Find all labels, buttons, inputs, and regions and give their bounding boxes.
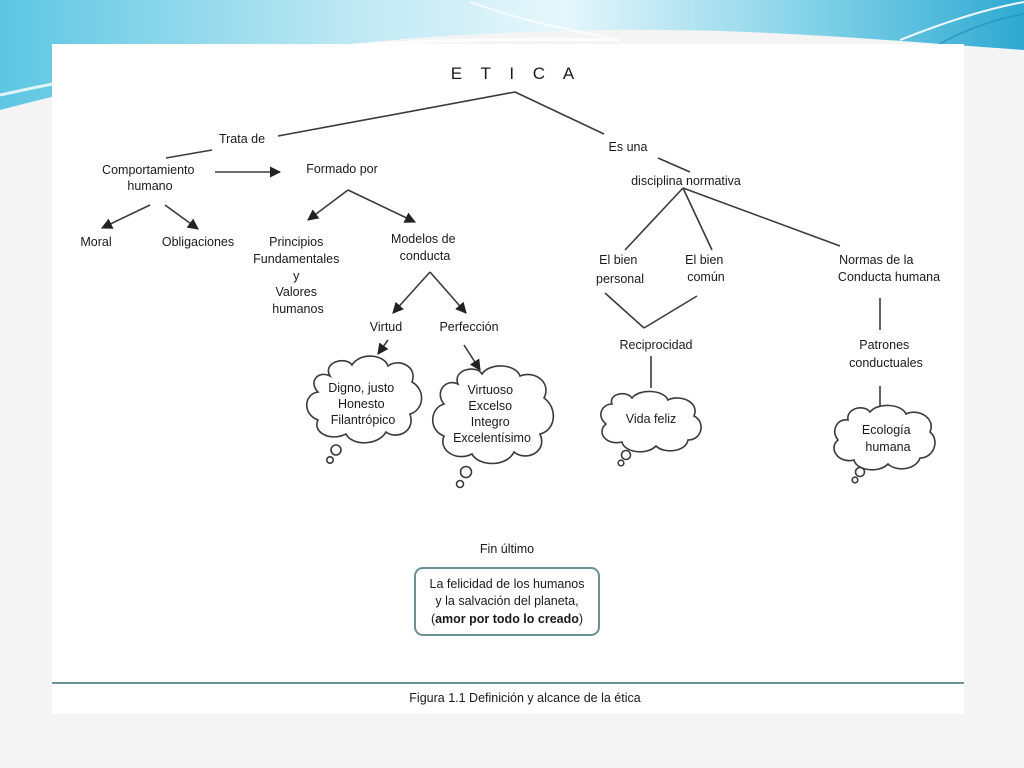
fin-box: La felicidad de los humanos y la salvaci… <box>414 567 600 636</box>
node-obligaciones: Obligaciones <box>162 235 234 249</box>
figure-caption: Figura 1.1 Definición y alcance de la ét… <box>409 691 640 705</box>
fin-box-line3: (amor por todo lo creado) <box>431 612 583 626</box>
node-moral: Moral <box>80 235 111 249</box>
node-normas: Normas de la Conducta humana <box>838 253 940 284</box>
node-bien-personal: El bien personal <box>596 253 644 286</box>
node-formado-por: Formado por <box>306 162 378 176</box>
cloud-vida-feliz: Vida feliz <box>600 390 702 467</box>
node-reciprocidad: Reciprocidad <box>620 338 693 352</box>
cloud-virtud: Digno, justo Honesto Filantrópico <box>305 355 423 464</box>
node-perfeccion: Perfección <box>439 320 498 334</box>
svg-text:Vida feliz: Vida feliz <box>626 412 677 426</box>
fin-box-line2: y la salvación del planeta, <box>435 594 578 608</box>
connectors <box>100 91 881 412</box>
fin-box-line1: La felicidad de los humanos <box>430 577 585 591</box>
cloud-perfeccion: Virtuoso Excelso Integro Excelentísimo <box>431 365 555 489</box>
node-principios: Principios Fundamentales y Valores human… <box>253 235 343 316</box>
node-disciplina-normativa: disciplina normativa <box>631 174 741 188</box>
node-bien-comun: El bien común <box>685 253 727 284</box>
node-trata-de: Trata de <box>219 132 265 146</box>
svg-text:Virtuoso Excelso I: Virtuoso Excelso Integro Excelentísimo <box>453 383 531 445</box>
node-virtud: Virtud <box>370 320 402 334</box>
node-patrones: Patrones conductuales <box>849 338 923 370</box>
diagram-title: E T I C A <box>451 64 581 83</box>
node-es-una: Es una <box>609 140 648 154</box>
node-fin-ultimo: Fin último <box>480 542 534 556</box>
svg-text:Ecología humana: Ecología humana <box>862 423 914 454</box>
cloud-ecologia: Ecología humana <box>833 404 936 484</box>
node-modelos-conducta: Modelos de conducta <box>391 232 459 263</box>
node-comportamiento: Comportamiento humano <box>102 163 198 193</box>
svg-text:Digno, justo Honesto: Digno, justo Honesto Filantrópico <box>328 381 398 427</box>
